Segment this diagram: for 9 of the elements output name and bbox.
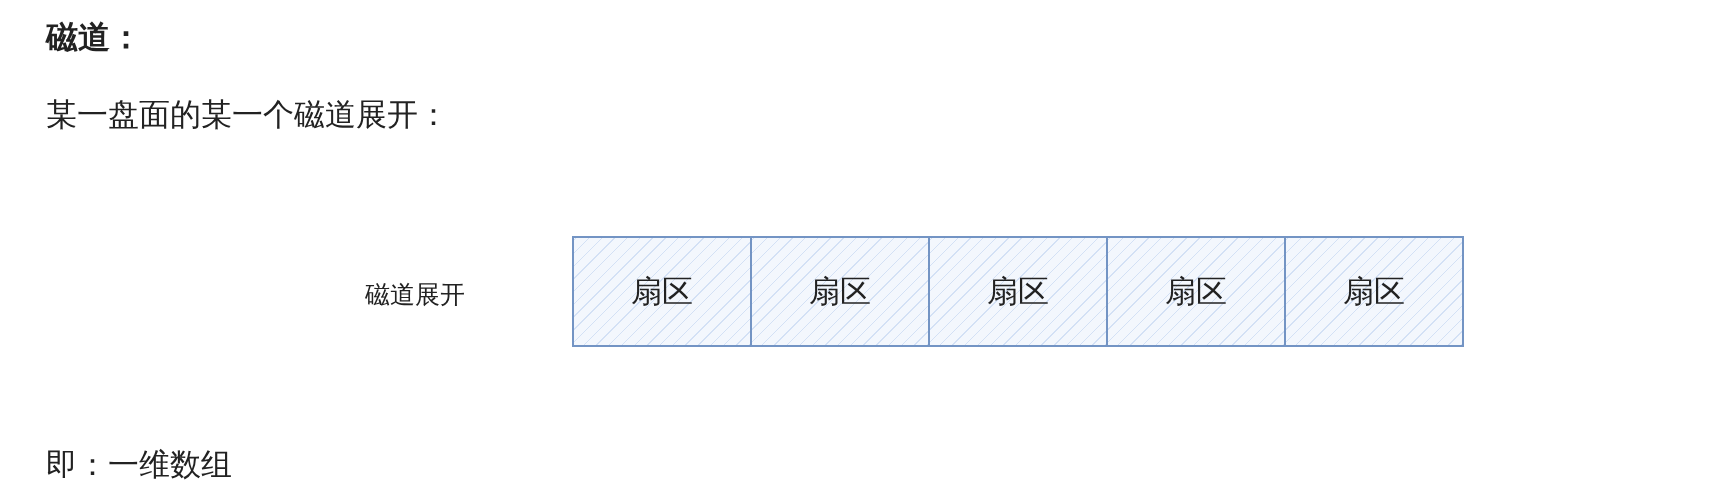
row-label: 磁道展开 [365, 280, 465, 310]
sector-box: 扇区 [750, 236, 930, 347]
sector-box: 扇区 [1284, 236, 1464, 347]
heading: 磁道： [46, 18, 142, 57]
paragraph: 某一盘面的某一个磁道展开： [46, 96, 449, 134]
sector-box: 扇区 [928, 236, 1108, 347]
sector-box: 扇区 [1106, 236, 1286, 347]
sector-box: 扇区 [572, 236, 752, 347]
paragraph: 即：一维数组 [46, 446, 232, 484]
